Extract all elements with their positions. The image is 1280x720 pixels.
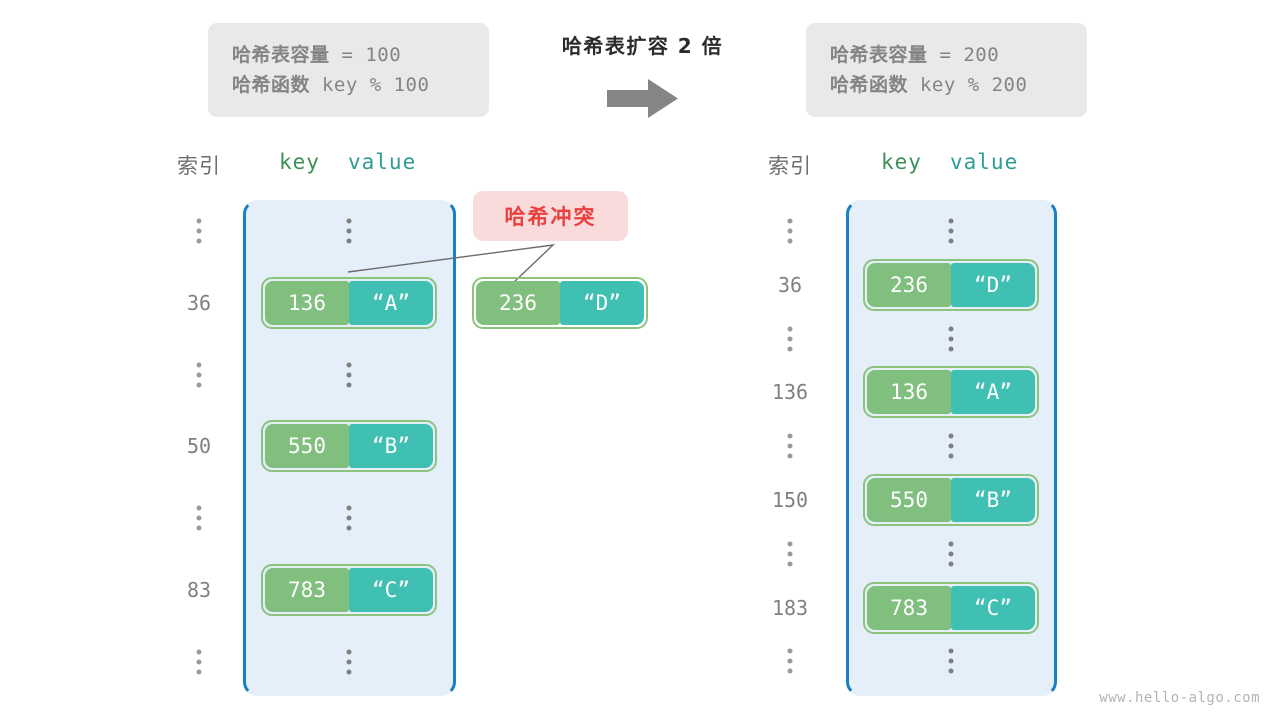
right-entry-value: “C” — [951, 585, 1035, 630]
right-row-ellipsis — [948, 326, 954, 352]
right-entry-value: “A” — [951, 370, 1035, 415]
left-index-ellipsis — [196, 505, 202, 531]
left-row-ellipsis — [346, 362, 352, 388]
left-entry[interactable]: 550“B” — [261, 420, 437, 473]
right-header-key: key — [881, 150, 922, 174]
left-entry-key: 136 — [265, 280, 349, 325]
right-entry[interactable]: 236“D” — [863, 258, 1039, 311]
right-entry-key: 136 — [867, 370, 951, 415]
right-entry-value: “D” — [951, 262, 1035, 307]
left-header-value: value — [348, 150, 417, 174]
right-entry-key: 550 — [867, 478, 951, 522]
right-entry[interactable]: 550“B” — [863, 474, 1039, 526]
right-entry-key: 236 — [867, 262, 951, 307]
right-index-ellipsis — [787, 648, 793, 674]
right-index-ellipsis — [787, 218, 793, 244]
right-row-ellipsis — [948, 218, 954, 244]
right-header-value: value — [950, 150, 1019, 174]
hash-function-line-after: 哈希函数 key % 200 — [830, 74, 1028, 96]
right-entry-value: “B” — [951, 478, 1035, 522]
left-entry[interactable]: 136“A” — [261, 276, 437, 329]
info-box-after: 哈希表容量 = 200 哈希函数 key % 200 — [806, 23, 1087, 117]
left-row-ellipsis — [346, 505, 352, 531]
right-arrow-icon — [607, 79, 678, 118]
right-row-ellipsis — [948, 433, 954, 459]
right-row-ellipsis — [948, 648, 954, 674]
floating-entry-value: “D” — [560, 281, 644, 325]
hash-function-line-before: 哈希函数 key % 100 — [232, 74, 430, 96]
left-index-ellipsis — [196, 649, 202, 675]
left-row-ellipsis — [346, 649, 352, 675]
watermark: www.hello-algo.com — [1099, 690, 1260, 706]
right-row-ellipsis — [948, 541, 954, 567]
right-entry[interactable]: 783“C” — [863, 581, 1039, 634]
right-index-ellipsis — [787, 326, 793, 352]
capacity-line-before: 哈希表容量 = 100 — [232, 44, 402, 66]
left-index-label: 50 — [186, 434, 212, 459]
capacity-line-after: 哈希表容量 = 200 — [830, 44, 1000, 66]
right-index-label: 136 — [771, 380, 809, 405]
right-entry[interactable]: 136“A” — [863, 366, 1039, 419]
collision-badge: 哈希冲突 — [473, 191, 628, 241]
right-header-index: 索引 — [768, 154, 812, 178]
left-index-label: 36 — [186, 290, 212, 315]
right-index-label: 150 — [771, 488, 809, 512]
left-index-ellipsis — [196, 362, 202, 388]
right-index-ellipsis — [787, 433, 793, 459]
right-index-ellipsis — [787, 541, 793, 567]
info-box-before: 哈希表容量 = 100 哈希函数 key % 100 — [208, 23, 489, 117]
right-index-label: 183 — [771, 595, 809, 620]
left-entry-key: 550 — [265, 424, 349, 469]
left-index-ellipsis — [196, 218, 202, 244]
left-entry[interactable]: 783“C” — [261, 564, 437, 616]
left-header-index: 索引 — [177, 154, 221, 178]
left-header-key: key — [279, 150, 320, 174]
right-index-label: 36 — [777, 272, 803, 297]
left-row-ellipsis — [346, 218, 352, 244]
floating-entry-key: 236 — [476, 281, 560, 325]
left-entry-value: “B” — [349, 424, 433, 469]
left-entry-value: “C” — [349, 568, 433, 612]
left-index-label: 83 — [186, 578, 212, 602]
left-entry-value: “A” — [349, 280, 433, 325]
floating-entry-d[interactable]: 236 “D” — [472, 277, 648, 329]
page-title: 哈希表扩容 2 倍 — [561, 34, 724, 58]
right-entry-key: 783 — [867, 585, 951, 630]
left-entry-key: 783 — [265, 568, 349, 612]
